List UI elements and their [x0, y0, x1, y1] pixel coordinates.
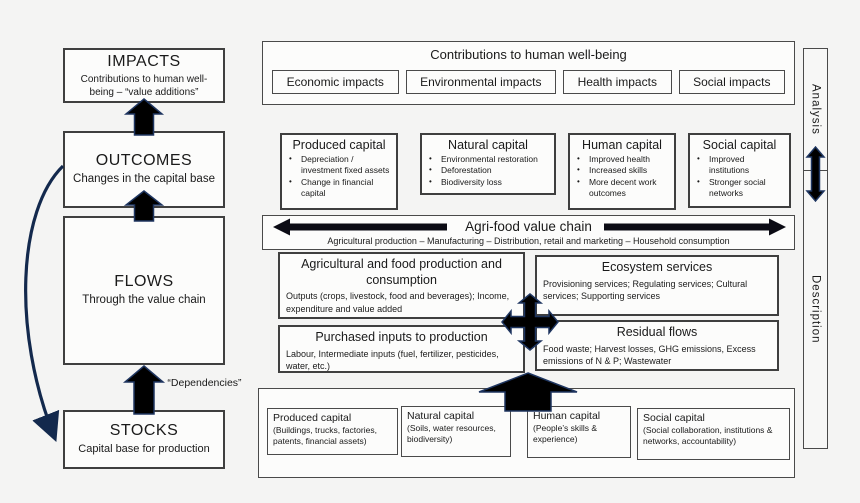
list-item: Environmental restoration — [425, 154, 551, 165]
up-arrow-icon — [122, 365, 166, 415]
stocks-title: STOCKS — [109, 422, 179, 440]
purchased-inputs-title: Purchased inputs to production — [315, 330, 488, 344]
list-item: Increased skills — [573, 165, 671, 176]
produced-capital-stocks-title: Produced capital — [273, 412, 352, 424]
natural-capital-title: Natural capital — [448, 138, 528, 152]
wellbeing-impact-row: Economic impacts Environmental impacts H… — [272, 70, 786, 94]
list-item: Improved health — [573, 154, 671, 165]
social-capital-stocks-title: Social capital — [643, 412, 705, 424]
impacts-subtitle: Contributions to human well-being – “val… — [80, 73, 208, 98]
analysis-description-sidebar: Analysis Description — [803, 48, 828, 449]
health-impacts-chip: Health impacts — [563, 70, 672, 94]
social-capital-outcomes-box: Social capital Improved institutions Str… — [688, 133, 791, 208]
flows-box: FLOWS Through the value chain — [63, 216, 225, 365]
stocks-capitals-container: Produced capital (Buildings, trucks, fac… — [258, 388, 795, 478]
produced-capital-stocks-box: Produced capital (Buildings, trucks, fac… — [267, 408, 398, 455]
description-label: Description — [809, 275, 822, 344]
social-capital-title: Social capital — [702, 138, 777, 152]
human-capital-stocks-title: Human capital — [533, 410, 601, 422]
produced-capital-title: Produced capital — [292, 138, 386, 152]
stocks-box: STOCKS Capital base for production — [63, 410, 225, 469]
list-item: Depreciation / investment fixed assets — [285, 154, 393, 177]
produced-capital-outcomes-box: Produced capital Depreciation / investme… — [280, 133, 398, 210]
human-capital-title: Human capital — [582, 138, 662, 152]
list-item: Biodiversity loss — [425, 177, 551, 188]
human-capital-outcomes-box: Human capital Improved health Increased … — [568, 133, 676, 210]
impacts-title: IMPACTS — [107, 52, 181, 70]
human-capital-stocks-box: Human capital (People’s skills & experie… — [527, 406, 631, 458]
social-capital-stocks-body: (Social collaboration, institutions & ne… — [643, 425, 773, 447]
production-consumption-title: Agricultural and food production and con… — [301, 257, 502, 287]
stocks-subtitle: Capital base for production — [78, 443, 210, 456]
production-consumption-body: Outputs (crops, livestock, food and beve… — [286, 291, 510, 314]
outcomes-subtitle: Changes in the capital base — [73, 173, 215, 186]
social-capital-bullets: Improved institutions Stronger social ne… — [693, 154, 786, 200]
analysis-segment: Analysis — [804, 49, 827, 171]
list-item: More decent work outcomes — [573, 177, 671, 200]
value-chain-title: Agri-food value chain — [465, 219, 592, 234]
list-item: Improved institutions — [693, 154, 786, 177]
natural-capital-stocks-box: Natural capital (Soils, water resources,… — [401, 406, 511, 457]
natural-capital-outcomes-box: Natural capital Environmental restoratio… — [420, 133, 556, 195]
social-capital-stocks-box: Social capital (Social collaboration, in… — [637, 408, 790, 460]
ecosystem-services-box: Ecosystem services Provisioning services… — [535, 255, 779, 316]
environmental-impacts-chip: Environmental impacts — [405, 70, 557, 94]
analysis-label: Analysis — [809, 84, 822, 135]
wellbeing-title: Contributions to human well-being — [430, 47, 627, 62]
natural-capital-bullets: Environmental restoration Deforestation … — [425, 154, 551, 188]
dependencies-label: “Dependencies” — [167, 377, 242, 389]
economic-impacts-chip: Economic impacts — [272, 70, 399, 94]
residual-flows-body: Food waste; Harvest losses, GHG emission… — [543, 343, 756, 367]
flows-subtitle: Through the value chain — [82, 294, 206, 307]
feedback-arrow-icon — [24, 164, 65, 442]
purchased-inputs-box: Purchased inputs to production Labour, I… — [278, 325, 525, 373]
human-capital-stocks-body: (People’s skills & experience) — [533, 423, 598, 445]
ecosystem-services-body: Provisioning services; Regulating servic… — [543, 278, 748, 302]
wellbeing-box: Contributions to human well-being Econom… — [262, 41, 795, 105]
residual-flows-title: Residual flows — [616, 325, 698, 339]
value-chain-subtitle: Agricultural production – Manufacturing … — [327, 236, 730, 246]
natural-capital-stocks-title: Natural capital — [407, 410, 475, 422]
value-chain-banner: Agri-food value chain Agricultural produ… — [262, 215, 795, 250]
outcomes-box: OUTCOMES Changes in the capital base — [63, 131, 225, 208]
description-segment: Description — [804, 171, 827, 448]
outcomes-title: OUTCOMES — [95, 152, 193, 170]
natural-capital-stocks-body: (Soils, water resources, biodiversity) — [407, 423, 496, 445]
purchased-inputs-body: Labour, Intermediate inputs (fuel, ferti… — [286, 348, 499, 372]
social-impacts-chip: Social impacts — [678, 70, 786, 94]
residual-flows-box: Residual flows Food waste; Harvest losse… — [535, 320, 779, 371]
up-arrow-icon — [123, 98, 165, 136]
produced-capital-stocks-body: (Buildings, trucks, factories, patents, … — [273, 425, 377, 447]
impacts-box: IMPACTS Contributions to human well-bein… — [63, 48, 225, 103]
ecosystem-services-title: Ecosystem services — [601, 260, 713, 274]
flows-title: FLOWS — [114, 273, 174, 291]
list-item: Stronger social networks — [693, 177, 786, 200]
produced-capital-bullets: Depreciation / investment fixed assets C… — [285, 154, 393, 200]
production-consumption-box: Agricultural and food production and con… — [278, 252, 525, 319]
human-capital-bullets: Improved health Increased skills More de… — [573, 154, 671, 200]
list-item: Deforestation — [425, 165, 551, 176]
list-item: Change in financial capital — [285, 177, 393, 200]
